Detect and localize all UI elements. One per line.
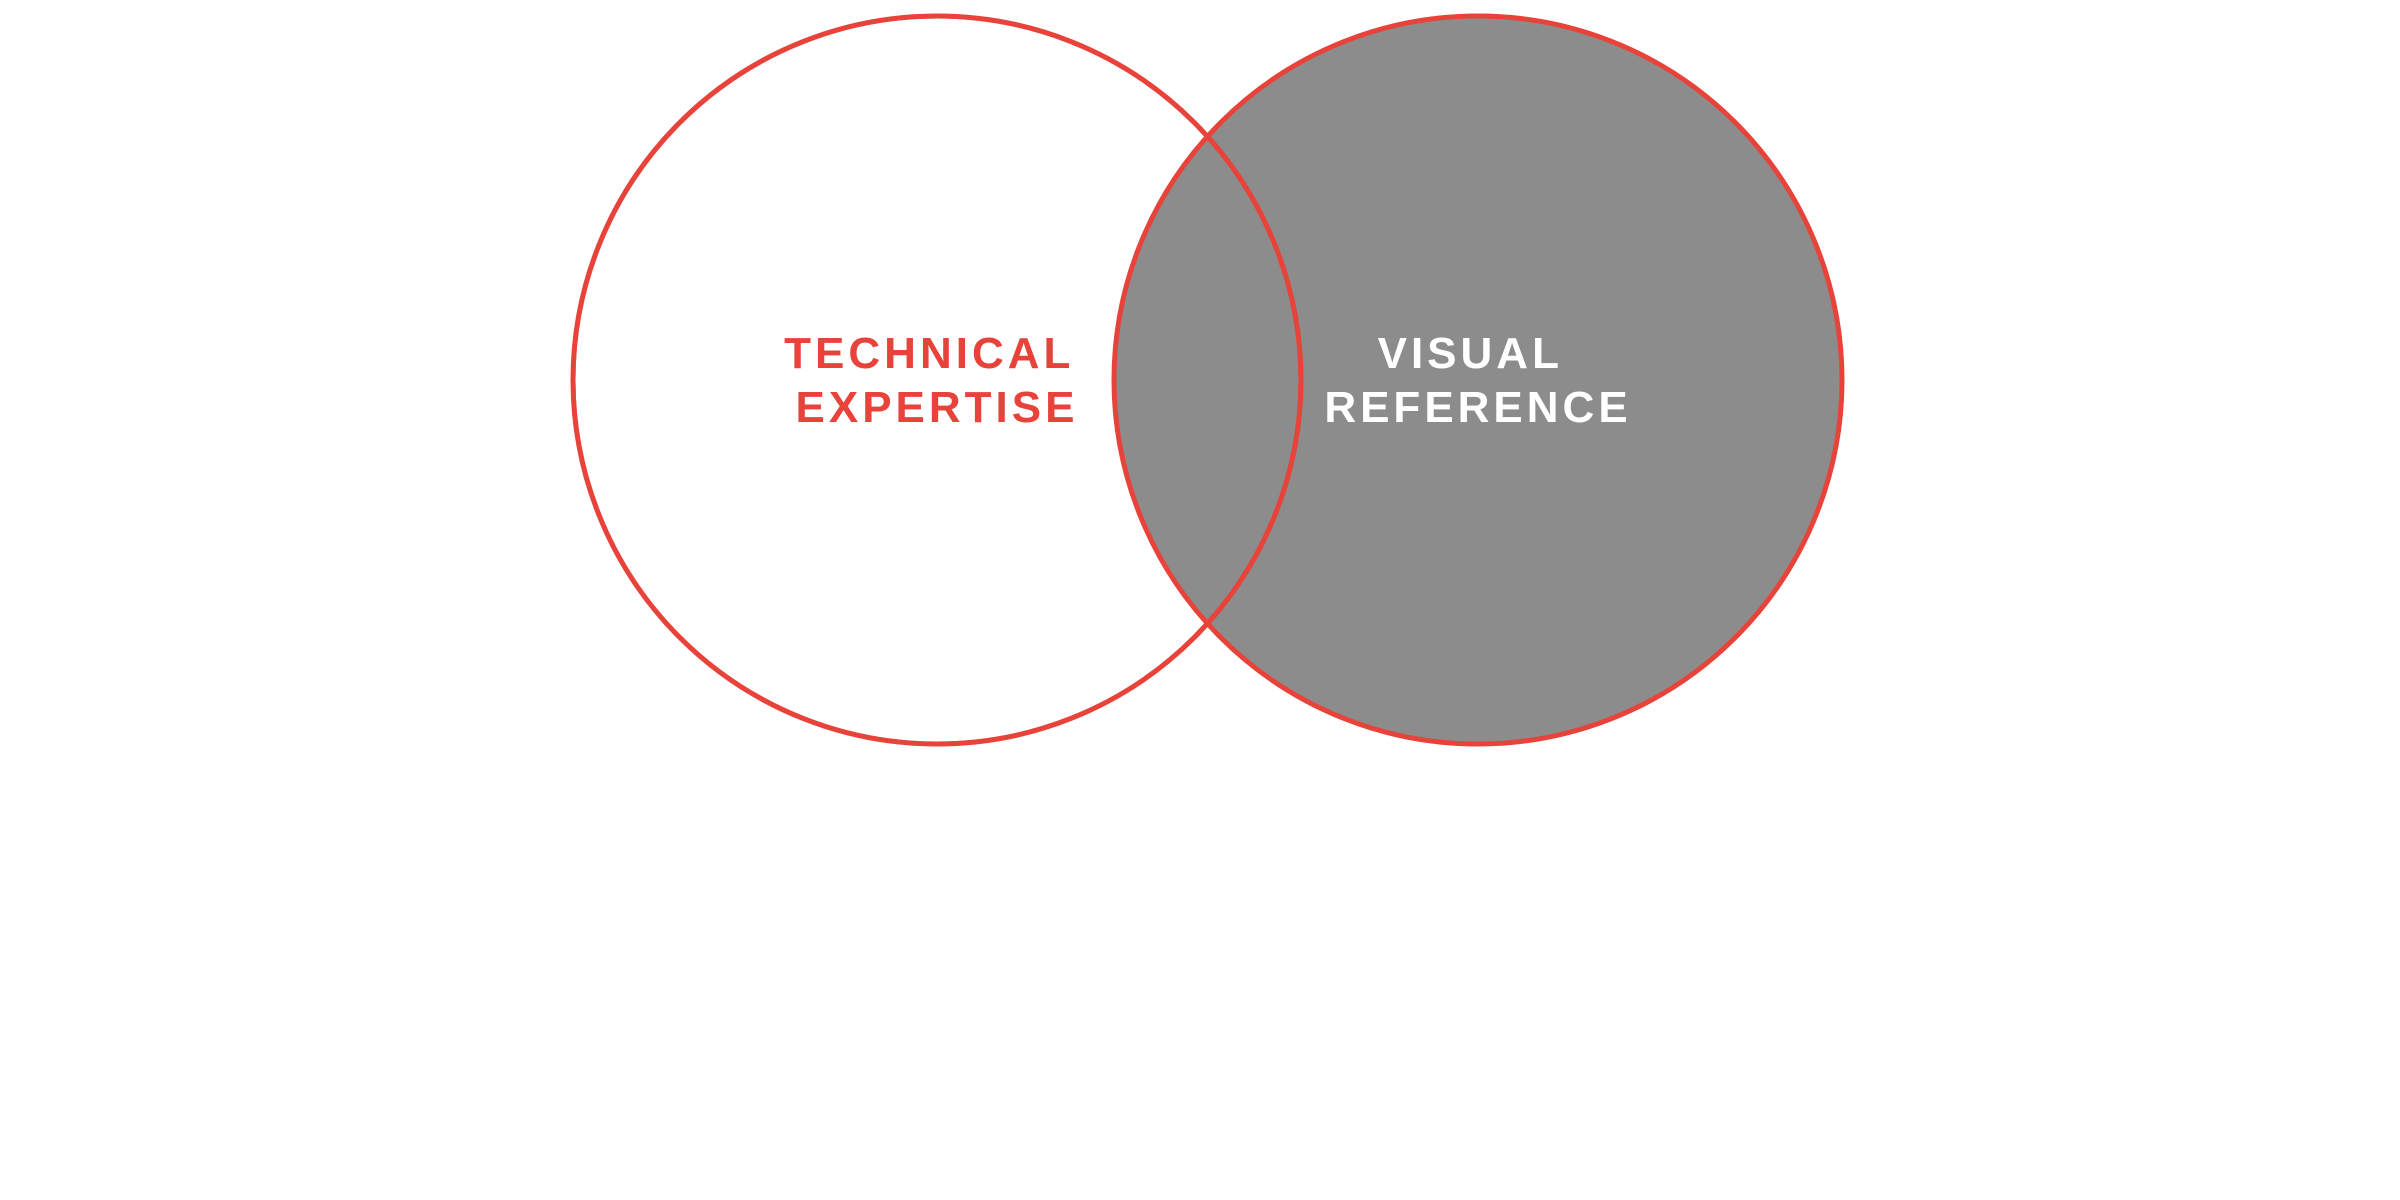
visual-label-line1: VISUAL xyxy=(1378,329,1563,378)
visual-reference-outline xyxy=(1111,13,1845,747)
visual-reference-circle xyxy=(1114,16,1842,744)
technical-expertise-label: TECHNICAL EXPERTISE xyxy=(784,329,1090,432)
expertise-label-line2: EXPERTISE xyxy=(796,383,1079,432)
technical-label-line1: TECHNICAL xyxy=(784,329,1073,378)
visual-reference-label: VISUAL REFERENCE xyxy=(1324,329,1631,432)
reference-label-line2: REFERENCE xyxy=(1324,383,1631,432)
